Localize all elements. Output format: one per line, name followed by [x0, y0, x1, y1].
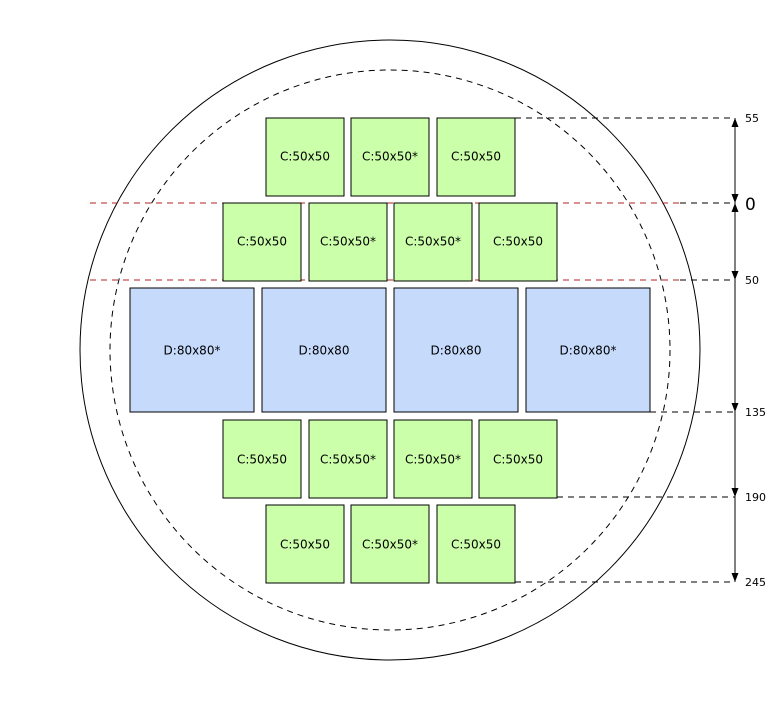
block-c-r2-3	[393, 202, 473, 282]
block-label: C:50x50	[280, 538, 330, 552]
extension-lines	[515, 117, 735, 583]
block-label: C:50x50	[493, 235, 543, 249]
block-label: D:80x80	[299, 344, 350, 358]
block-c-r4-3	[393, 419, 473, 499]
block-c-r4-1	[222, 419, 302, 499]
blocks: C:50x50 C:50x50* C:50x50 C:50x50 C:50x50…	[129, 117, 651, 584]
block-label: C:50x50	[237, 235, 287, 249]
arrowhead-down-zero	[731, 194, 739, 203]
arrowhead-up-zero	[731, 203, 739, 212]
block-label: C:50x50*	[320, 453, 376, 467]
block-c-r1-3	[436, 117, 516, 197]
wafer-inner-dashed-circle	[109, 69, 671, 631]
block-label: C:50x50*	[405, 235, 461, 249]
block-d-r3-1	[129, 287, 255, 413]
arrowhead-down-245	[731, 573, 739, 582]
scale-label-55: 55	[745, 112, 759, 125]
block-label: C:50x50	[280, 150, 330, 164]
arrowhead-up-55	[731, 118, 739, 127]
scale-label-190: 190	[745, 491, 766, 504]
block-label: C:50x50	[451, 150, 501, 164]
scale-label-50: 50	[745, 274, 759, 287]
block-label: D:80x80*	[560, 344, 617, 358]
block-label: C:50x50*	[362, 150, 418, 164]
arrowhead-down-135	[731, 403, 739, 412]
block-c-r1-2	[350, 117, 430, 197]
block-d-r3-2	[261, 287, 387, 413]
block-label: C:50x50*	[405, 453, 461, 467]
block-label: C:50x50*	[362, 538, 418, 552]
arrowhead-down-190	[731, 488, 739, 497]
block-d-r3-3	[393, 287, 519, 413]
block-c-r5-2	[350, 504, 430, 584]
block-c-r1-1	[265, 117, 345, 197]
scale-label-zero: 0	[745, 195, 756, 215]
arrowhead-down-50	[731, 271, 739, 280]
scale-label-245: 245	[745, 576, 766, 589]
block-c-r4-2	[308, 419, 388, 499]
block-c-r5-1	[265, 504, 345, 584]
block-label: C:50x50*	[320, 235, 376, 249]
wafer-outer-circle	[79, 39, 701, 661]
block-c-r2-1	[222, 202, 302, 282]
block-c-r2-2	[308, 202, 388, 282]
block-c-r5-3	[436, 504, 516, 584]
block-label: D:80x80	[431, 344, 482, 358]
block-label: C:50x50	[451, 538, 501, 552]
dimension-arrows	[731, 118, 739, 582]
scale-label-135: 135	[745, 406, 766, 419]
block-label: D:80x80*	[164, 344, 221, 358]
block-label: C:50x50	[493, 453, 543, 467]
block-d-r3-4	[525, 287, 651, 413]
block-label: C:50x50	[237, 453, 287, 467]
block-c-r4-4	[478, 419, 558, 499]
block-c-r2-4	[478, 202, 558, 282]
